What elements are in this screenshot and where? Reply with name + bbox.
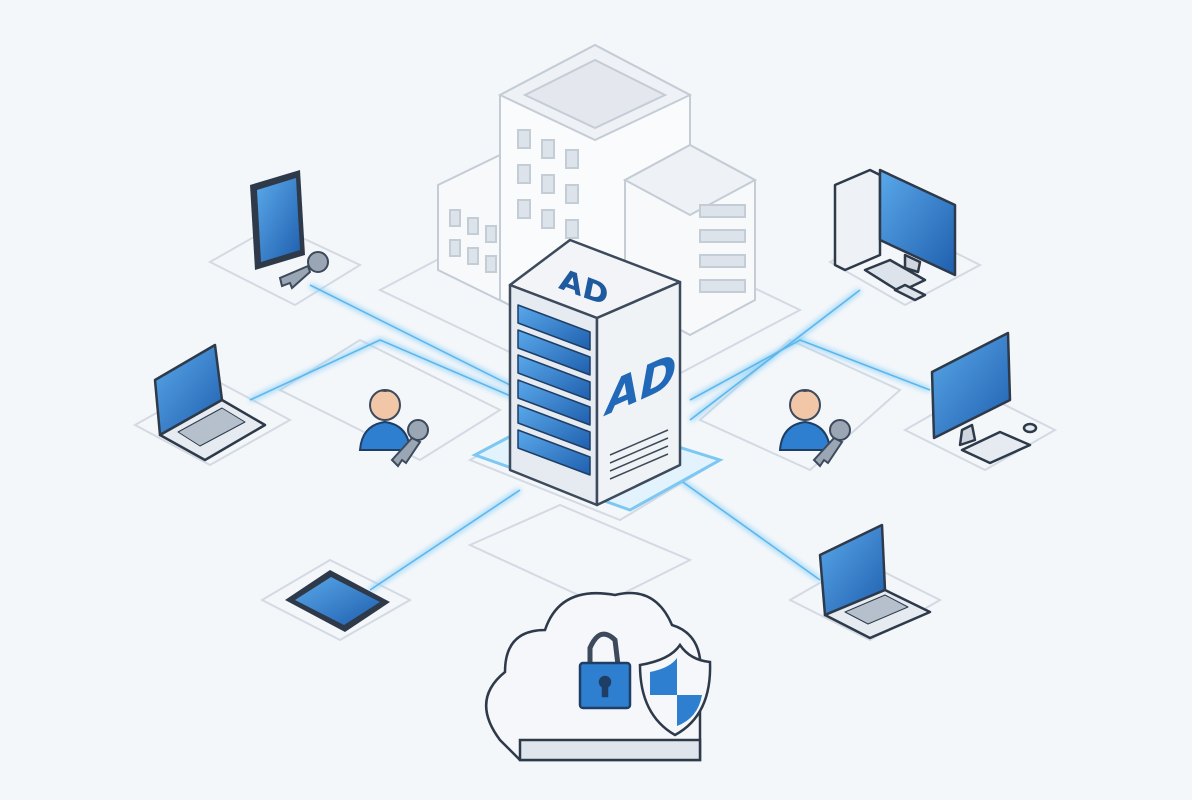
desktop-icon [833,168,957,302]
key-icon [812,419,851,468]
user-icon [358,389,412,451]
line-tablet-bottom [369,489,521,591]
server-icon [508,238,682,507]
line-laptop-left [249,339,521,401]
tablet-icon [250,170,305,270]
key-icon [390,419,429,468]
line-tablet [309,284,521,391]
key-icon [278,251,329,290]
line-monitor [689,339,931,401]
line-laptop-right [679,479,821,581]
platform-bottom [467,503,693,607]
connection-lines [249,284,931,591]
platform-bottom-left [259,558,413,642]
server-drive-bays [517,304,591,476]
laptop-icon [818,523,932,640]
tablet-icon [285,570,390,632]
monitor-icon [930,331,1038,465]
shield-icon [638,642,712,737]
lock-icon [578,631,632,710]
server-vents [609,429,669,480]
line-desktop [689,289,861,421]
laptop-icon [153,343,267,462]
user-icon [778,389,832,451]
